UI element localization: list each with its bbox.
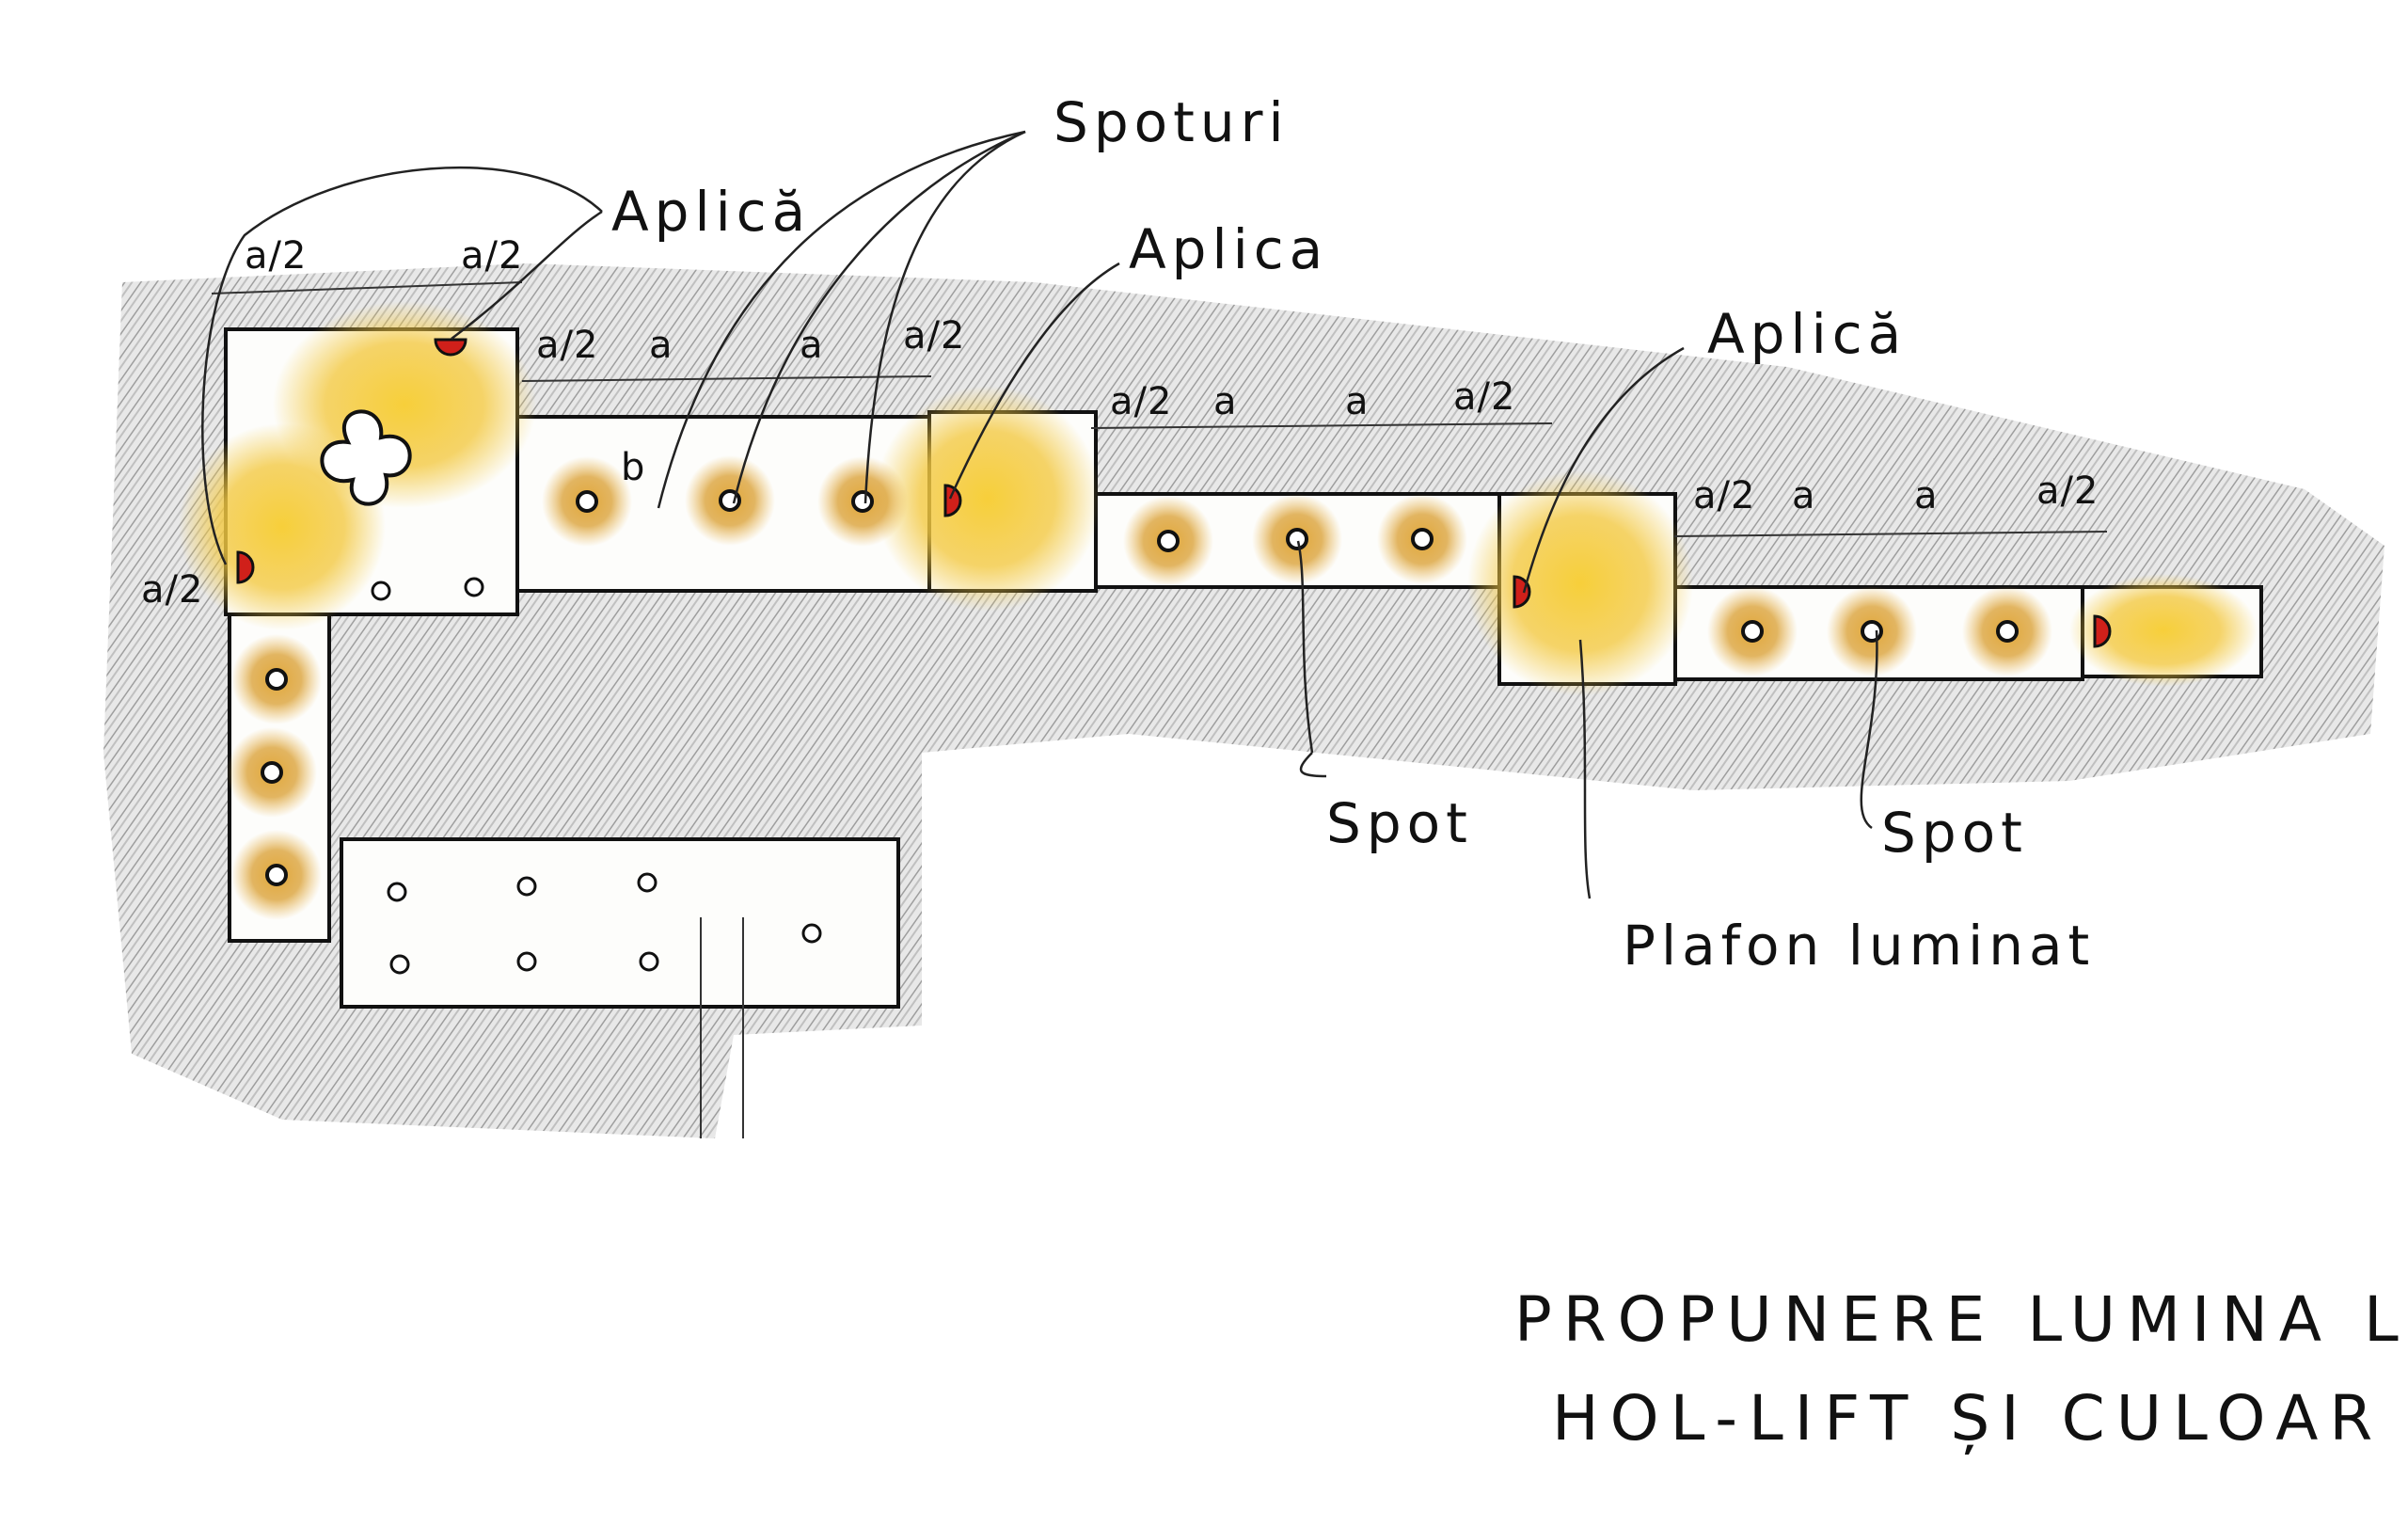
annotations: Aplică Spoturi Aplica Aplică Spot Spot P…: [611, 90, 2408, 1455]
title-line-2: HOL-LIFT ȘI CULOAR: [1552, 1382, 2384, 1455]
dim-label: a/2: [536, 324, 598, 367]
dim-label: a: [1213, 380, 1238, 423]
downlight-icon: [516, 876, 537, 897]
spot-icon: [1157, 530, 1180, 552]
downlight-icon: [371, 581, 391, 601]
label-plafon-luminat: Plafon luminat: [1623, 914, 2095, 978]
spot-icon: [1996, 620, 2019, 643]
downlight-icon: [389, 954, 410, 975]
downlight-icon: [464, 577, 484, 597]
downlight-icon: [637, 872, 657, 893]
label-spot: Spot: [1881, 801, 2028, 865]
spot-lights: [227, 455, 2052, 975]
label-aplica: Aplică: [611, 180, 811, 244]
dim-label: a: [1345, 380, 1370, 423]
downlight-icon: [387, 882, 407, 902]
spot-icon: [576, 490, 598, 513]
dim-label: a/2: [1453, 375, 1515, 419]
dim-label: a/2: [141, 568, 203, 612]
lower-room: [340, 837, 900, 1009]
wall-light-icon: [2093, 614, 2112, 648]
label-spoturi: Spoturi: [1054, 90, 1290, 154]
dim-label: a/2: [1110, 380, 1172, 423]
dim-label: a: [1792, 474, 1816, 517]
spot-icon: [261, 761, 283, 784]
dim-label: a/2: [245, 234, 307, 278]
spot-icon: [851, 490, 874, 513]
spot-icon: [1411, 528, 1434, 550]
ceiling-luminaire-icon: [320, 409, 412, 506]
dim-label: a/2: [903, 314, 965, 358]
label-aplica: Aplica: [1129, 217, 1328, 281]
leader-lines: [201, 130, 1878, 899]
spot-icon: [265, 668, 288, 691]
wall-lights: [236, 338, 2112, 648]
dimension-lines: a/2 a/2 a/2 a a a/2 a/2 a a a/2 a/2 a a …: [141, 234, 2108, 612]
dim-label: a/2: [2036, 469, 2099, 513]
wall-light-icon: [434, 338, 467, 357]
spot-icon: [1741, 620, 1764, 643]
dim-label: a/2: [1693, 474, 1755, 517]
spot-icon: [1286, 528, 1308, 550]
wall-light-icon: [943, 484, 962, 517]
downlight-icon: [516, 951, 537, 972]
dim-label: a: [1914, 474, 1939, 517]
label-aplica: Aplică: [1707, 302, 1907, 366]
wall-light-icon: [236, 550, 255, 584]
downlight-icon: [801, 923, 822, 944]
dim-label: b: [621, 446, 645, 489]
spot-icon: [265, 864, 288, 886]
spot-icon: [1861, 620, 1883, 643]
title-line-1: PROPUNERE LUMINA LA: [1514, 1283, 2408, 1356]
dim-label: a/2: [461, 234, 523, 278]
dim-label: a: [649, 324, 673, 367]
downlight-icon: [639, 951, 659, 972]
label-spot: Spot: [1326, 791, 1473, 855]
